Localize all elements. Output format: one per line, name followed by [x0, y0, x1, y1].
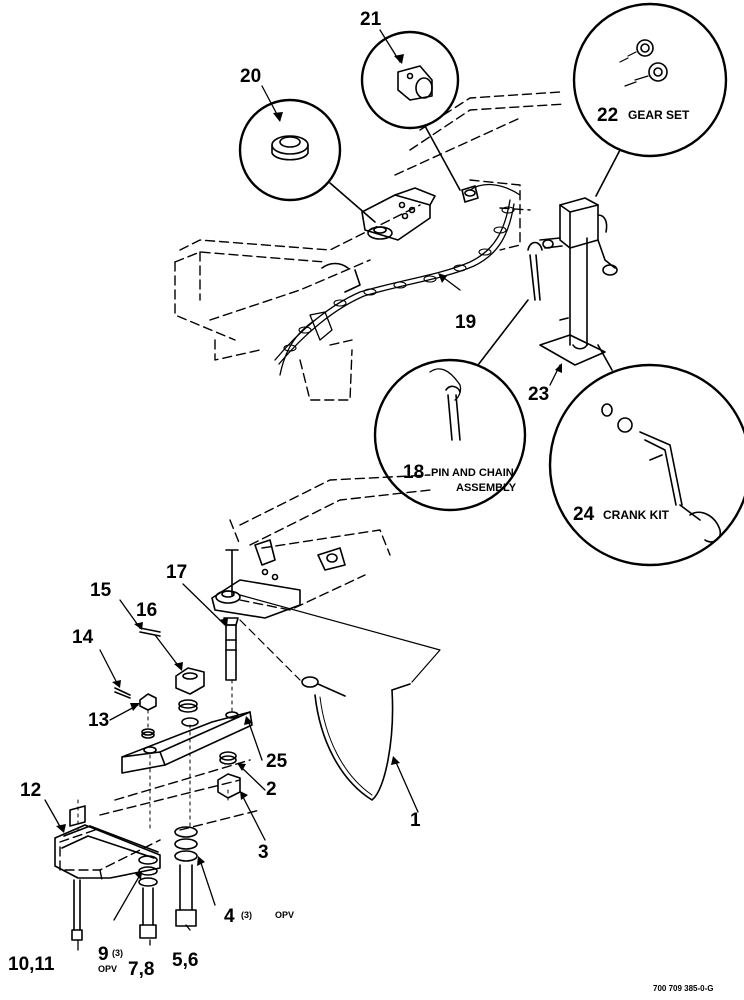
- callout-20: 20: [240, 66, 261, 87]
- detail-circle-22: [572, 2, 728, 197]
- callout-23: 23: [528, 384, 549, 405]
- plate-bolt: [225, 549, 239, 596]
- detail-circle-21: [360, 30, 461, 191]
- callout-25: 25: [266, 751, 288, 772]
- jack-pin: [527, 241, 543, 301]
- callout-22: 22: [597, 105, 618, 126]
- callout-13: 13: [88, 710, 109, 731]
- detail-circle-24: [548, 344, 744, 567]
- callout-24-label: CRANK KIT: [603, 508, 670, 522]
- callout-12: 12: [20, 780, 41, 801]
- tongue-plate: [211, 539, 346, 619]
- callout-9: 9: [98, 944, 109, 965]
- callout-18-label-line1: PIN AND CHAIN: [431, 467, 514, 479]
- callout-2: 2: [266, 779, 277, 800]
- pin-and-chain-1: [301, 676, 411, 801]
- callout-9-opv: OPV: [98, 964, 117, 974]
- callout-14: 14: [72, 627, 94, 648]
- cotter-pin-14: [114, 687, 131, 699]
- callout-7-8: 7,8: [128, 959, 154, 980]
- washers-4: [174, 826, 198, 862]
- nut-13: [139, 693, 157, 739]
- callout-4: 4: [224, 906, 235, 927]
- callout-10-11: 10,11: [8, 954, 55, 975]
- callout-22-label: GEAR SET: [628, 108, 690, 122]
- pin-dash-line: [239, 619, 301, 681]
- nut-16: [175, 667, 205, 713]
- bolt-7-8: [139, 887, 157, 939]
- drawing-reference: 700 709 385-0-G: [653, 984, 714, 993]
- callout-3: 3: [258, 842, 269, 863]
- safety-chain: [274, 183, 521, 376]
- callout-17: 17: [166, 562, 187, 583]
- washer-2: [219, 751, 237, 765]
- jack-stand: [539, 197, 618, 366]
- arrowheads: [56, 54, 562, 880]
- callout-19: 19: [455, 312, 476, 333]
- detail-circle-18: [373, 299, 529, 512]
- washers-9: [138, 855, 158, 887]
- upper-frame-dashed: [174, 91, 566, 401]
- callout-24: 24: [573, 504, 595, 525]
- cotter-pin-15: [139, 627, 161, 637]
- callout-1: 1: [410, 810, 421, 831]
- bar-25: [121, 711, 253, 774]
- chain-links: [283, 206, 515, 352]
- lower-frame-dashed: [59, 474, 431, 881]
- callout-4-qty: (3): [241, 910, 252, 920]
- callout-15: 15: [90, 580, 112, 601]
- detail-circle-20: [238, 98, 376, 223]
- callout-9-qty: (3): [112, 948, 123, 958]
- callout-21: 21: [360, 9, 382, 30]
- clevis-pin: [223, 617, 239, 681]
- bolt-5-6: [175, 864, 197, 927]
- chain-attach-line: [239, 594, 441, 683]
- callout-16: 16: [136, 600, 157, 621]
- callout-4-opv: OPV: [275, 910, 294, 920]
- tongue-bracket: [321, 185, 479, 293]
- clamp-12: [54, 805, 161, 879]
- callout-18: 18: [403, 462, 424, 483]
- center-lines: [77, 679, 233, 831]
- callout-18-label-line2: ASSEMBLY: [456, 482, 517, 494]
- bolt-10-11: [71, 879, 83, 941]
- callout-5-6: 5,6: [172, 950, 198, 971]
- nut-3: [217, 773, 241, 799]
- leader-lines: [44, 29, 561, 951]
